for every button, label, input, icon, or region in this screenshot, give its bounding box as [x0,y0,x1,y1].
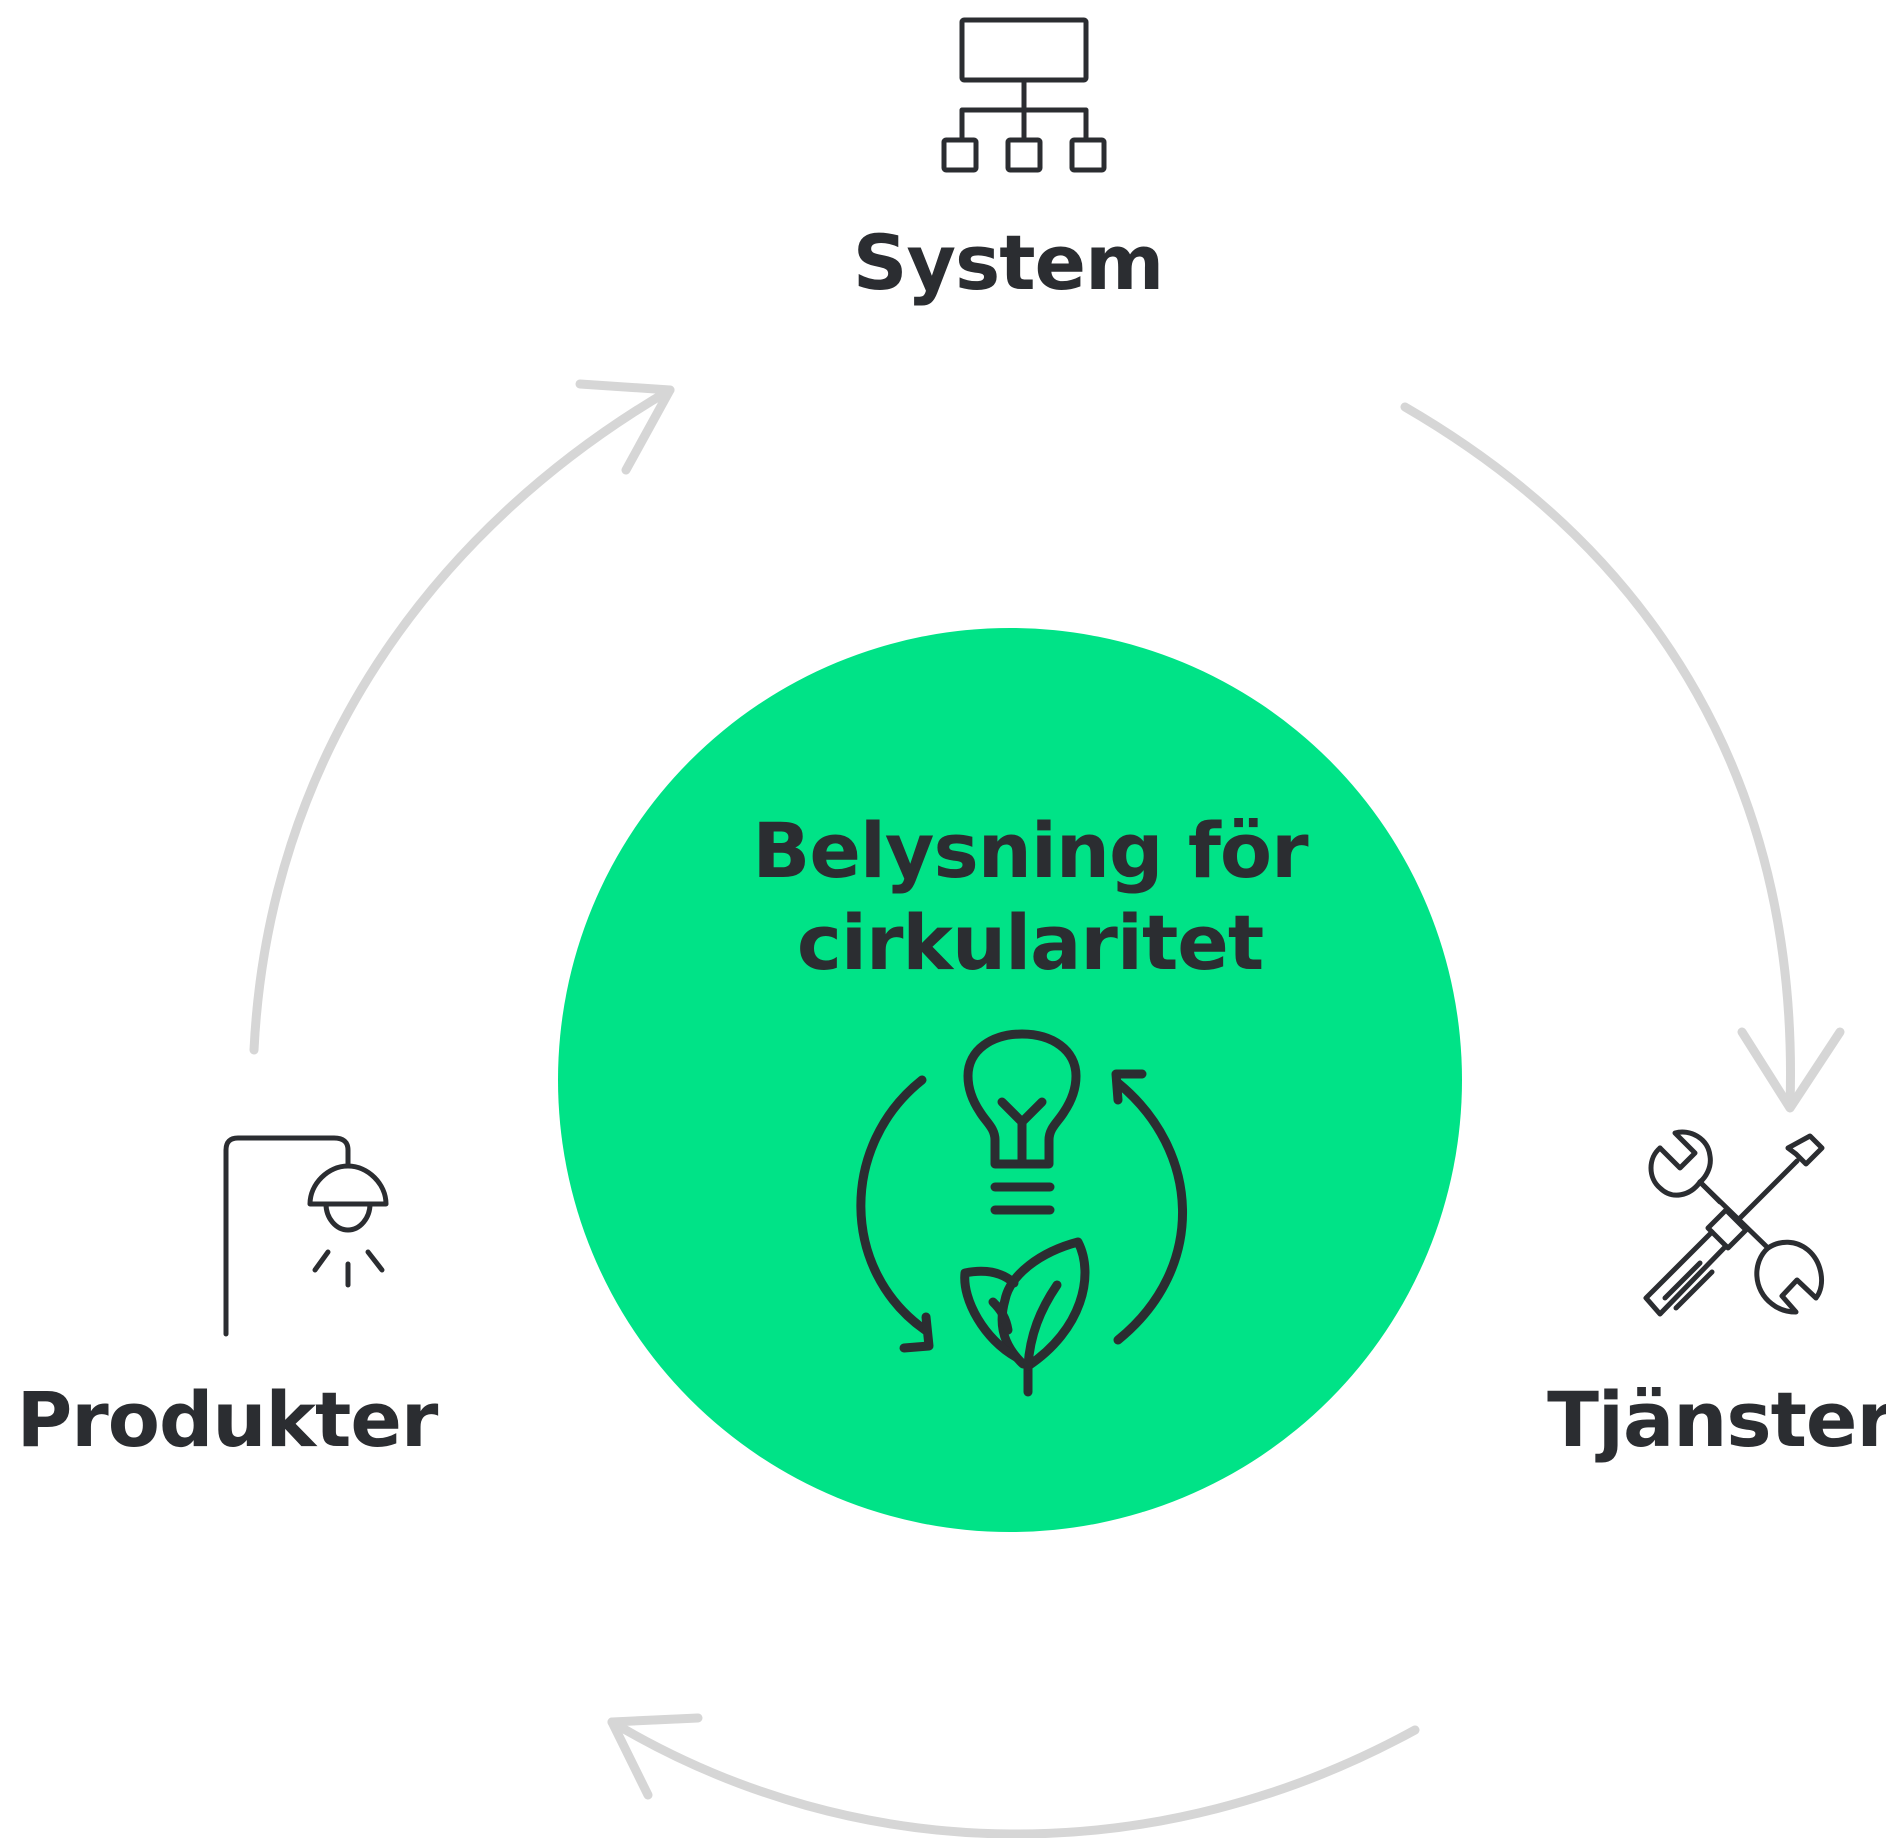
center-title: Belysning för cirkularitet [752,805,1308,989]
center-title-line1: Belysning för [752,806,1308,895]
node-label-tjanster: Tjänster [1547,1375,1886,1464]
wrench-screwdriver-icon [1643,1129,1825,1317]
node-label-system: System [852,218,1165,307]
hierarchy-icon [941,17,1107,173]
center-circle [558,628,1462,1532]
center-title-line2: cirkularitet [796,898,1264,987]
node-label-produkter: Produkter [16,1375,439,1464]
arrow-tjanster-to-produkter [607,1713,1420,1838]
arrow-produkter-to-system [249,379,675,1055]
arrow-system-to-tjanster [1400,402,1845,1113]
pendant-lamp-icon [223,1135,389,1337]
lightbulb-leaf-recycle-icon [856,1029,1187,1397]
cycle-arrows [249,379,1845,1838]
